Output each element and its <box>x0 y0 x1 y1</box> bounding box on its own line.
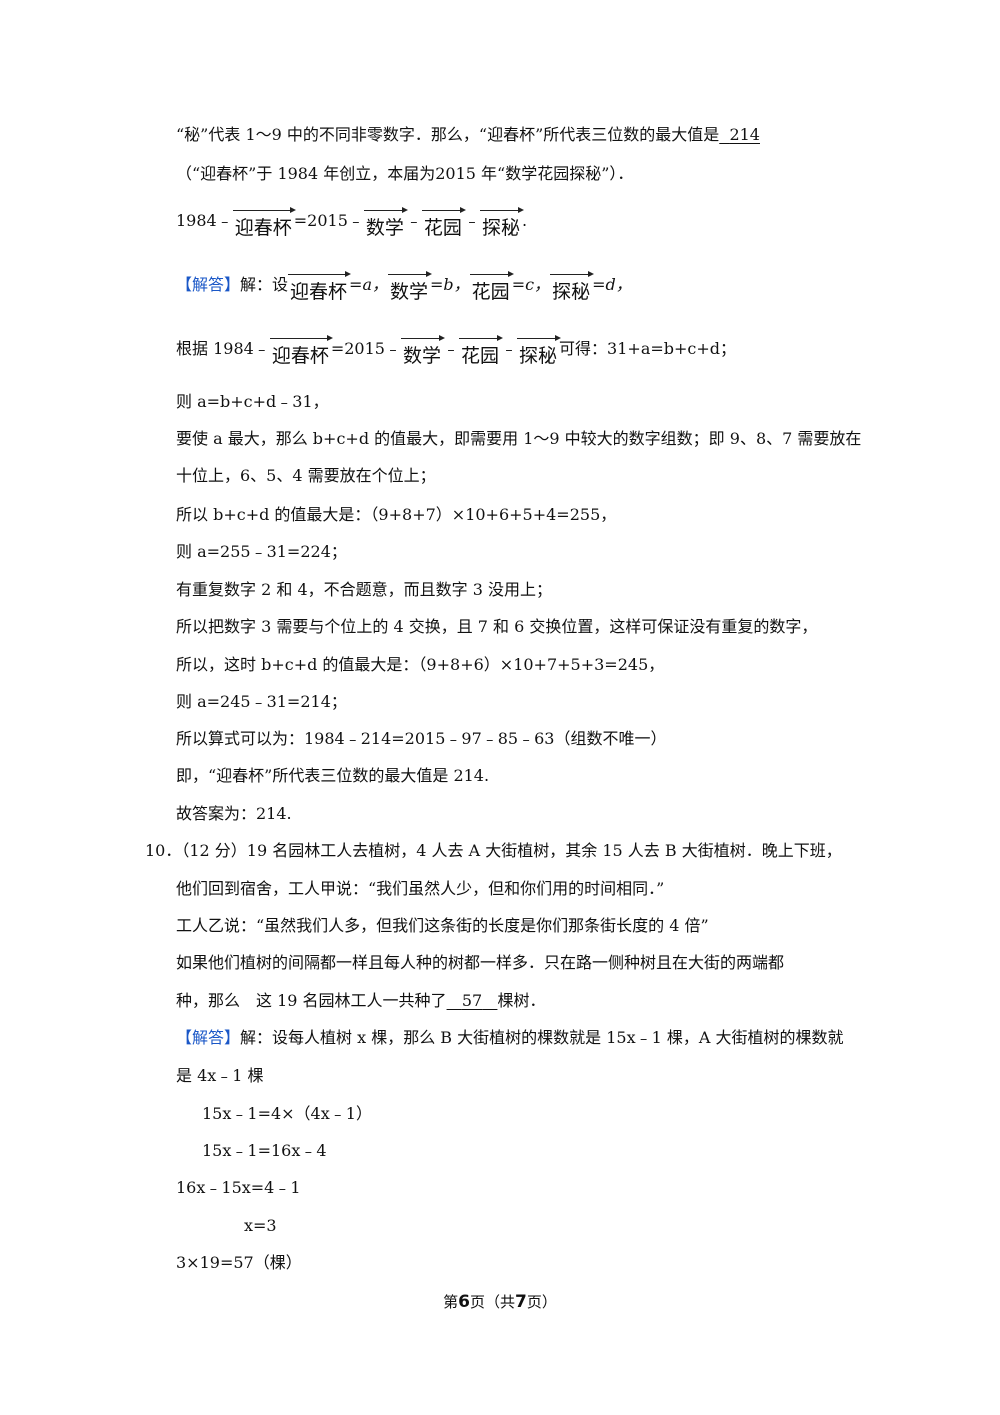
overline-word: 探秘 <box>517 335 562 368</box>
page-footer: 第6页（共7页） <box>443 1292 557 1312</box>
problem-line: （“迎春杯”于 1984 年创立，本届为2015 年“数学花园探秘”）． <box>176 164 634 183</box>
solution-line: 根据 1984﹣迎春杯=2015﹣数学﹣花园﹣探秘可得：31+a=b+c+d； <box>176 328 736 367</box>
overline-word: 数学 <box>363 207 408 240</box>
overline-word: 迎春杯 <box>288 271 352 304</box>
solution-line: 即，“迎春杯”所代表三位数的最大值是 214. <box>176 766 490 785</box>
overline-word: 探秘 <box>550 271 595 304</box>
answer-blank: 57 <box>461 991 483 1010</box>
equation-line: 15x﹣1=4×（4x﹣1） <box>202 1104 372 1123</box>
solution-line: 则 a=b+c+d﹣31， <box>176 392 329 411</box>
equation-line: 16x﹣15x=4﹣1 <box>176 1178 301 1197</box>
solution-line: 所以算式可以为：1984﹣214=2015﹣97﹣85﹣63（组数不唯一） <box>176 729 667 748</box>
equation-line: 1984﹣迎春杯=2015﹣数学﹣花园﹣探秘. <box>176 200 527 239</box>
overline-word: 数学 <box>400 335 446 368</box>
solution-line: 十位上，6、5、4 需要放在个位上； <box>176 466 436 485</box>
solution-intro: 【解答】解：设迎春杯=a，数学=b，花园=c，探秘=d， <box>176 264 632 303</box>
overline-word: 迎春杯 <box>232 207 296 240</box>
page-number: 6 <box>458 1292 470 1312</box>
solution-line: 所以，这时 b+c+d 的值最大是：（9+8+6）×10+7+5+3=245， <box>176 655 665 674</box>
equation-line: 3×19=57（棵） <box>176 1253 302 1272</box>
solution-line: 则 a=255﹣31=224； <box>176 542 347 561</box>
solution-intro: 【解答】解：设每人植树 x 棵，那么 B 大街植树的棵数就是 15x﹣1 棵，A… <box>176 1028 844 1047</box>
question-line: 他们回到宿舍，工人甲说：“我们虽然人少，但和你们用的时间相同．” <box>176 879 665 898</box>
overline-word: 探秘 <box>479 207 524 240</box>
question-line: 如果他们植树的间隔都一样且每人种的树都一样多．只在路一侧种树且在大街的两端都 <box>176 953 785 972</box>
question-line: 工人乙说：“虽然我们人多，但我们这条街的长度是你们那条街长度的 4 倍” <box>176 916 709 935</box>
overline-word: 迎春杯 <box>269 335 333 368</box>
answer-blank: 214 <box>729 125 760 144</box>
overline-word: 花园 <box>421 207 466 240</box>
equation-line: 15x﹣1=16x﹣4 <box>202 1141 327 1160</box>
solution-line: 有重复数字 2 和 4，不合题意，而且数字 3 没用上； <box>176 580 552 599</box>
solution-line: 所以 b+c+d 的值最大是：（9+8+7）×10+6+5+4=255， <box>176 505 617 524</box>
solution-line: 则 a=245﹣31=214； <box>176 692 347 711</box>
overline-word: 数学 <box>387 271 433 304</box>
solution-line: 故答案为：214. <box>176 804 292 823</box>
overline-word: 花园 <box>469 271 514 304</box>
problem-line: “秘”代表 1～9 中的不同非零数字．那么，“迎春杯”所代表三位数的最大值是 2… <box>176 125 760 144</box>
answer-tag: 【解答】 <box>176 1028 241 1047</box>
question-line: 种，那么 这 19 名园林工人一共种了 57 棵树． <box>176 991 546 1010</box>
solution-line: 是 4x﹣1 棵 <box>176 1066 264 1085</box>
solution-line: 所以把数字 3 需要与个位上的 4 交换，且 7 和 6 交换位置，这样可保证没… <box>176 617 818 636</box>
equation-line: x=3 <box>244 1216 277 1235</box>
solution-line: 要使 a 最大，那么 b+c+d 的值最大，即需要用 1～9 中较大的数字组数；… <box>176 429 862 448</box>
answer-tag: 【解答】 <box>176 275 241 294</box>
question-10: 10．（12 分）19 名园林工人去植树，4 人去 A 大街植树，其余 15 人… <box>145 841 842 860</box>
overline-word: 花园 <box>458 335 504 368</box>
page-total: 7 <box>515 1292 527 1312</box>
